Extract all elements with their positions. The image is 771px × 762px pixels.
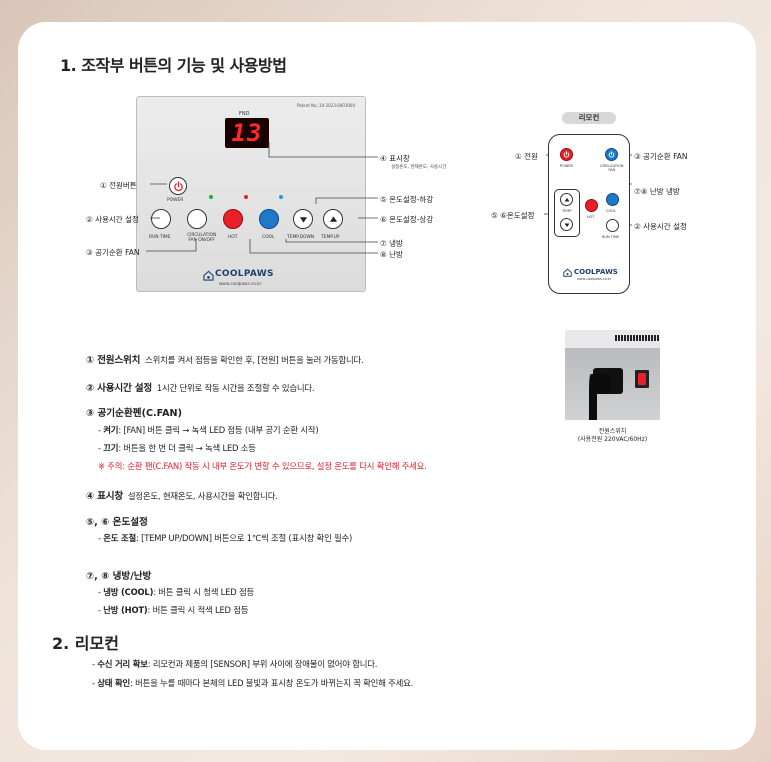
temp-up-label: TEMP.UP — [321, 235, 340, 240]
remote-website: www.coolpaws.co.kr — [577, 277, 612, 281]
callout-cool: ⑦ 냉방 — [380, 239, 403, 248]
callout-display-sub: 설정온도, 현재온도, 사용시간 — [391, 165, 447, 170]
remote-note-1: - 수신 거리 확보: 리모컨과 제품의 [SENSOR] 부위 사이에 장애물… — [92, 659, 378, 669]
remote-temp-down-button[interactable] — [560, 218, 573, 231]
item-4: ④ 표시창 설정온도, 현재온도, 사용시간을 확인합니다. — [86, 491, 278, 502]
website: www.coolpaws.co.kr — [219, 281, 262, 286]
item-78-head: ⑦, ⑧ 냉방/난방 — [86, 571, 152, 582]
fan-led — [209, 195, 213, 199]
callout-hot: ⑧ 난방 — [380, 250, 403, 259]
power-icon — [563, 151, 570, 158]
patent-number: Patent No.:10-2023-0003000 — [296, 103, 355, 108]
item-56-head: ⑤, ⑥ 온도설정 — [86, 517, 148, 528]
remote-fan-button[interactable] — [605, 148, 618, 161]
power-icon — [173, 180, 183, 191]
remote-fan-label: CIRCULATION FAN — [600, 164, 624, 173]
item-3-head: ③ 공기순환펜(C.FAN) — [86, 408, 182, 419]
chevron-down-icon — [299, 216, 307, 223]
power-button[interactable] — [169, 177, 187, 195]
remote-callout-temp: ⑤ ⑥온도설정 — [491, 211, 535, 220]
remote-callout-run-time: ② 사용시간 설정 — [634, 222, 687, 231]
remote-temp-label: TEMP — [562, 209, 572, 213]
callout-temp-down: ⑤ 온도설정-하강 — [380, 195, 434, 204]
section2-title: 2. 리모컨 — [52, 634, 119, 653]
cool-label: COOL — [262, 235, 275, 240]
power-label: POWER — [167, 198, 184, 203]
callout-temp-up: ⑥ 온도설정-상강 — [380, 215, 434, 224]
remote-temp-up-button[interactable] — [560, 193, 573, 206]
remote-power-label: POWER — [560, 164, 573, 168]
item-3-on: - 켜기: [FAN] 버튼 클릭 → 녹색 LED 점등 (내부 공기 순환 … — [98, 425, 319, 435]
chevron-up-icon — [329, 215, 337, 222]
item-3-warning: ※ 주의: 순환 팬(C.FAN) 작동 시 내부 온도가 변할 수 있으므로,… — [98, 461, 427, 471]
hot-label: HOT — [228, 235, 238, 240]
photo-caption: 전원스위치 (사용전원 220VAC/60Hz) — [577, 428, 648, 444]
remote-power-button[interactable] — [560, 148, 573, 161]
section1-title: 1. 조작부 버튼의 기능 및 사용방법 — [60, 56, 287, 75]
power-icon — [608, 151, 615, 158]
remote-brand-logo: COOLPAWS — [574, 268, 618, 276]
item-56-line: - 온도 조절: [TEMP UP/DOWN] 버튼으로 1℃씩 조절 (표시창… — [98, 533, 353, 543]
item-2: ② 사용시간 설정 1시간 단위로 작동 시간을 조절할 수 있습니다. — [86, 383, 315, 394]
brand-logo: COOLPAWS — [215, 269, 274, 279]
power-plug-icon — [589, 374, 611, 420]
remote-run-time-button[interactable] — [606, 219, 619, 232]
circulation-label: CIRCULATION FAN ON/OFF — [187, 233, 217, 244]
control-panel: Patent No.:10-2023-0003000 FND 13 POWER … — [136, 96, 366, 292]
chevron-down-icon — [564, 223, 569, 227]
display-window: 13 — [225, 118, 269, 148]
remote-control: POWER CIRCULATION FAN TEMP HOT COOL RUN … — [548, 134, 630, 294]
remote-callout-fan: ③ 공기순환 FAN — [634, 152, 688, 161]
remote-temp-group — [554, 189, 580, 237]
remote-note-2: - 상태 확인: 버튼을 누를 때마다 본체의 LED 불빛과 표시창 온도가 … — [92, 678, 414, 688]
callout-display: ④ 표시창 — [380, 154, 410, 163]
chevron-up-icon — [564, 197, 569, 201]
remote-cool-button[interactable] — [606, 193, 619, 206]
callout-fan: ③ 공기순환 FAN — [86, 248, 140, 257]
paw-house-icon — [563, 268, 572, 277]
item-1: ① 전원스위치 스위치를 켜서 점등을 확인한 후, [전원] 버튼을 눌러 가… — [86, 355, 364, 366]
hot-button[interactable] — [223, 209, 243, 229]
remote-callout-power: ① 전원 — [515, 152, 538, 161]
temp-down-label: TEMP.DOWN — [287, 235, 315, 240]
power-switch-photo — [565, 330, 660, 420]
item-3-off: - 끄기: 버튼을 한 번 더 클릭 → 녹색 LED 소등 — [98, 443, 256, 453]
circulation-fan-button[interactable] — [187, 209, 207, 229]
cool-button[interactable] — [259, 209, 279, 229]
item-78-hot: - 난방 (HOT): 버튼 클릭 시 적색 LED 점등 — [98, 605, 249, 615]
hot-led — [244, 195, 248, 199]
fnd-label: FND — [239, 111, 250, 117]
paw-house-icon — [203, 270, 214, 281]
remote-run-time-label: RUN TIME — [602, 235, 620, 239]
remote-cool-label: COOL — [606, 209, 616, 213]
run-time-button[interactable] — [151, 209, 171, 229]
run-time-label: RUN TIME — [149, 235, 171, 240]
callout-run-time: ② 사용시간 설정 — [86, 215, 139, 224]
remote-tag: 리모컨 — [562, 112, 616, 124]
temp-up-button[interactable] — [323, 209, 343, 229]
cool-led — [279, 195, 283, 199]
temp-down-button[interactable] — [293, 209, 313, 229]
remote-callout-hot-cool: ⑦⑧ 난방 냉방 — [634, 187, 680, 196]
item-78-cool: - 냉방 (COOL): 버튼 클릭 시 청색 LED 점등 — [98, 587, 254, 597]
callout-power: ① 전원버튼 — [100, 181, 137, 190]
remote-hot-label: HOT — [587, 215, 595, 219]
remote-hot-button[interactable] — [585, 199, 598, 212]
